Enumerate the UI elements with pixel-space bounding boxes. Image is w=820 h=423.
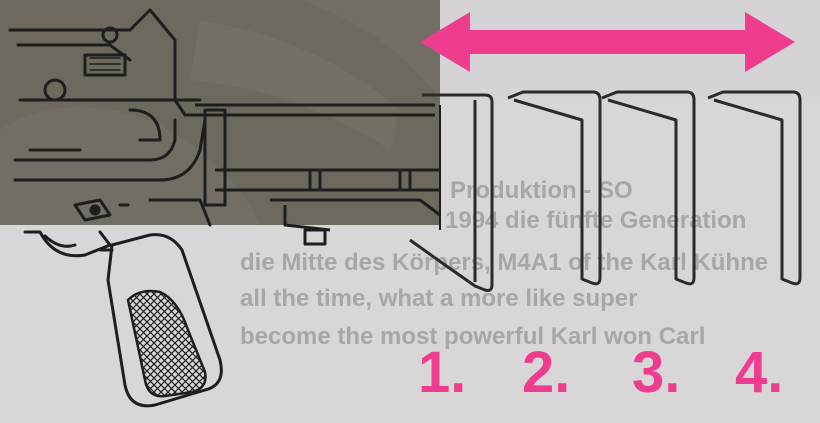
grip-knurling (128, 291, 205, 396)
background-text-line: all the time, what a more like super (240, 285, 637, 312)
background-text-line: die Mitte des Körpers, M4A1 of the Karl … (240, 249, 768, 276)
position-label-3: 3. (632, 340, 680, 405)
position-label-2: 2. (522, 340, 570, 405)
background-text-line: 1994 die fünfte Generation (445, 207, 746, 234)
background-text-line: Produktion - SO (450, 177, 633, 204)
position-label-1: 1. (418, 340, 466, 405)
position-label-4: 4. (735, 340, 783, 405)
